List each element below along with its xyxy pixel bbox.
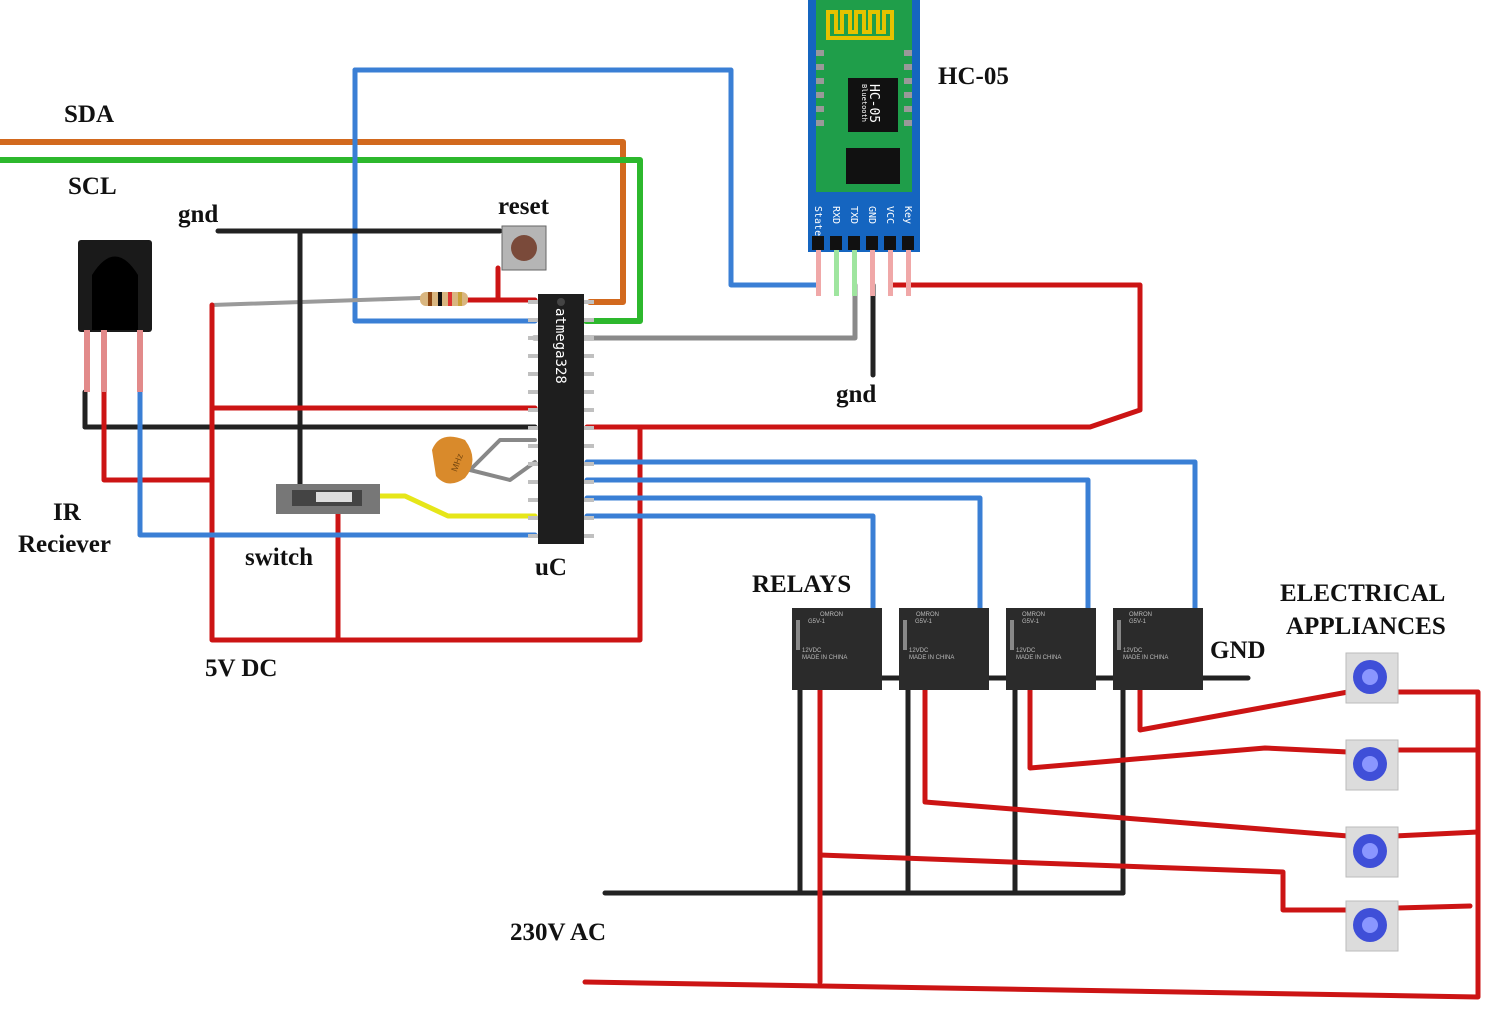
hc05-chip-sublabel: Bluetooth bbox=[860, 84, 868, 122]
appliance-3 bbox=[1345, 826, 1399, 878]
ac-live-wire bbox=[582, 689, 1481, 1000]
scl-wire bbox=[0, 157, 643, 324]
relay2-control-wire bbox=[584, 495, 983, 643]
appliance-2 bbox=[1345, 739, 1399, 791]
relay-1-model: G5V-1 bbox=[808, 619, 826, 625]
reset-pullup-wire bbox=[210, 296, 422, 307]
ir-receiver bbox=[78, 240, 152, 392]
relay-4: OMRON G5V-1 12VDC MADE IN CHINA bbox=[1113, 608, 1203, 690]
relay-2-rating: 12VDC bbox=[909, 648, 929, 654]
bt-serial-wire bbox=[352, 67, 821, 288]
sda-wire bbox=[0, 139, 626, 305]
relay-4-brand: OMRON bbox=[1129, 612, 1152, 618]
crystal-wire-1 bbox=[468, 438, 537, 472]
resistor bbox=[420, 292, 468, 306]
relay4-no-wire bbox=[1137, 687, 1351, 733]
atmega328-chip: atmega328 bbox=[528, 294, 594, 544]
label-gnd-relays: GND bbox=[1210, 637, 1266, 664]
relay-2: OMRON G5V-1 12VDC MADE IN CHINA bbox=[899, 608, 989, 690]
labels: SDA SCL gnd reset HC-05 gnd IR Reciever … bbox=[18, 63, 1446, 946]
hc05-pin-key: Key bbox=[902, 206, 913, 224]
label-sda: SDA bbox=[64, 101, 114, 128]
label-uc: uC bbox=[535, 554, 567, 581]
relay-4-origin: MADE IN CHINA bbox=[1123, 655, 1168, 661]
label-relays: RELAYS bbox=[752, 571, 851, 598]
ir-signal-wire bbox=[137, 389, 538, 538]
relay3-no-wire bbox=[1027, 687, 1351, 771]
hc05-pin-state: State bbox=[812, 206, 823, 236]
label-switch: switch bbox=[245, 544, 313, 571]
label-scl: SCL bbox=[68, 173, 117, 200]
relay-3: OMRON G5V-1 12VDC MADE IN CHINA bbox=[1006, 608, 1096, 690]
appliance-return-3 bbox=[1392, 829, 1481, 839]
hc05-pin-vcc: VCC bbox=[884, 206, 895, 224]
relay-3-brand: OMRON bbox=[1022, 612, 1045, 618]
relay-3-model: G5V-1 bbox=[1022, 619, 1040, 625]
relay-4-rating: 12VDC bbox=[1123, 648, 1143, 654]
relay-1-brand: OMRON bbox=[820, 612, 843, 618]
relay-3-rating: 12VDC bbox=[1016, 648, 1036, 654]
hc05-pin-gnd: GND bbox=[866, 206, 877, 224]
relay-1-origin: MADE IN CHINA bbox=[802, 655, 847, 661]
reset-wire bbox=[462, 265, 501, 303]
appliance-return-4 bbox=[1392, 903, 1473, 911]
appliance-1 bbox=[1345, 652, 1399, 704]
wires bbox=[0, 67, 1481, 1000]
atmega-label: atmega328 bbox=[552, 308, 568, 384]
label-reset: reset bbox=[498, 193, 550, 220]
bt-serial-wire-b bbox=[352, 67, 538, 324]
label-230v-ac: 230V AC bbox=[510, 919, 606, 946]
vcc-ir-wire bbox=[101, 389, 215, 483]
crystal: MHz bbox=[432, 436, 473, 484]
relay-1: OMRON G5V-1 12VDC MADE IN CHINA bbox=[792, 608, 882, 690]
relay4-control-wire bbox=[584, 459, 1198, 643]
slide-switch bbox=[276, 484, 380, 514]
label-ir-2: Reciever bbox=[18, 531, 111, 558]
label-gnd-top: gnd bbox=[178, 201, 218, 228]
crystal-wire-2 bbox=[468, 460, 537, 482]
hc05-pin-rxd: RXD bbox=[830, 206, 841, 224]
hc05-pin-txd: TXD bbox=[848, 206, 859, 224]
relay-2-origin: MADE IN CHINA bbox=[909, 655, 954, 661]
relay-3-origin: MADE IN CHINA bbox=[1016, 655, 1061, 661]
label-ir-1: IR bbox=[53, 499, 82, 526]
reset-button bbox=[501, 225, 547, 271]
relay1-no-wire bbox=[817, 852, 1351, 913]
appliance-4 bbox=[1345, 900, 1399, 952]
label-5v-dc: 5V DC bbox=[205, 655, 277, 682]
bt-tx-wire bbox=[531, 282, 858, 341]
hc05-chip-label: HC-05 bbox=[866, 84, 881, 123]
relay-1-rating: 12VDC bbox=[802, 648, 822, 654]
relay3-control-wire bbox=[584, 477, 1091, 643]
label-appliances-2: APPLIANCES bbox=[1286, 613, 1446, 640]
relay-4-model: G5V-1 bbox=[1129, 619, 1147, 625]
hc05-module: HC-05 Bluetooth State RXD TXD GND VCC Ke… bbox=[808, 0, 920, 296]
relay2-no-wire bbox=[922, 687, 1351, 839]
label-gnd-bt: gnd bbox=[836, 381, 876, 408]
relay-2-brand: OMRON bbox=[916, 612, 939, 618]
relay-2-model: G5V-1 bbox=[915, 619, 933, 625]
relay1-control-wire bbox=[584, 513, 876, 643]
label-hc05: HC-05 bbox=[938, 63, 1009, 90]
label-appliances-1: ELECTRICAL bbox=[1280, 580, 1445, 607]
vcc-left-wire bbox=[209, 282, 1143, 643]
